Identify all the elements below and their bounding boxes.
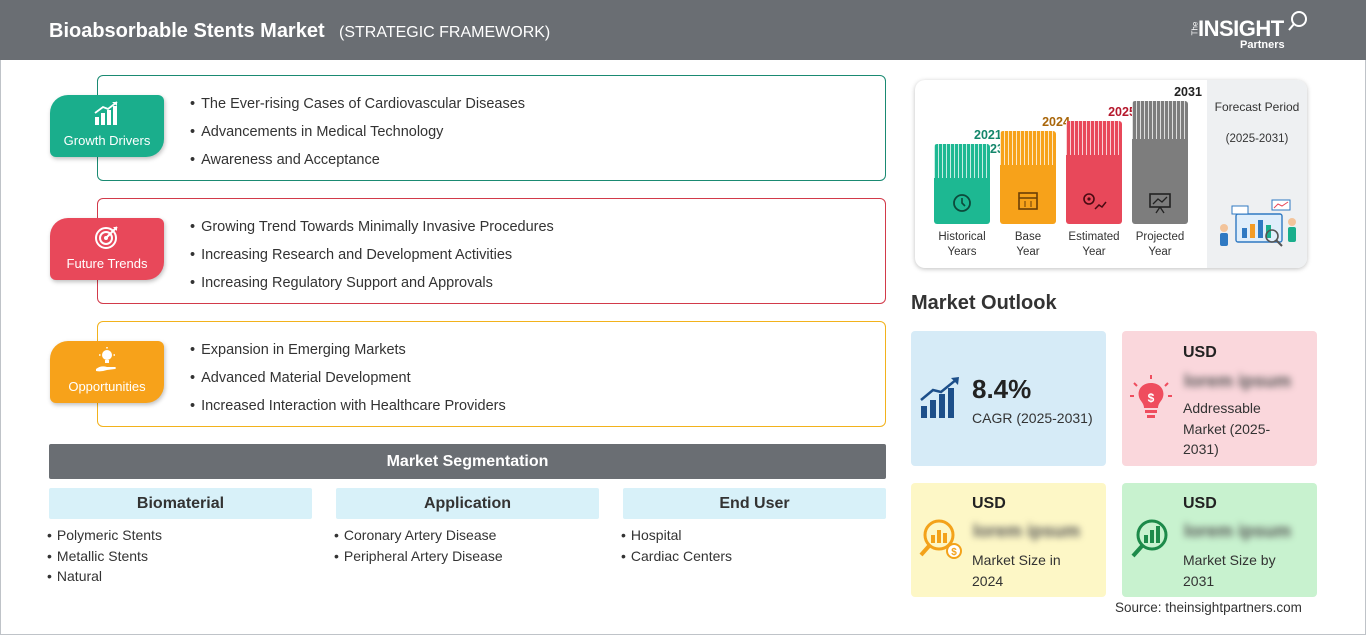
list-item: Hospital — [621, 525, 886, 546]
market-outlook-title: Market Outlook — [911, 292, 1057, 314]
list-item: Increasing Research and Development Acti… — [190, 245, 554, 273]
list-item: Advancements in Medical Technology — [190, 122, 525, 150]
logo-magnifier-icon — [1288, 11, 1307, 31]
calendar-icon — [1018, 192, 1038, 210]
size-2031-currency: USD — [1183, 495, 1217, 512]
list-item: Advanced Material Development — [190, 368, 506, 396]
growth-drivers-label: Growth Drivers — [63, 133, 151, 148]
forecast-label: Forecast Period — [1214, 100, 1300, 114]
lightbulb-dollar-icon: $ — [1130, 375, 1172, 418]
list-item: Peripheral Artery Disease — [334, 546, 599, 567]
timeline-caption: Projected — [1135, 231, 1185, 243]
magnifier-chart-icon: $ — [919, 519, 962, 559]
list-item: Growing Trend Towards Minimally Invasive… — [190, 217, 554, 245]
list-item: Natural — [47, 566, 312, 587]
list-item: Awareness and Acceptance — [190, 150, 525, 178]
cagr-label: CAGR (2025-2031) — [972, 410, 1093, 426]
addressable-currency: USD — [1183, 344, 1217, 361]
addressable-value: lorem ipsum — [1184, 371, 1292, 391]
timeline-bar — [1000, 131, 1056, 224]
growth-bars-icon — [920, 377, 959, 418]
segment-column-application: Application Coronary Artery Disease Peri… — [336, 488, 599, 566]
timeline-bar — [934, 144, 990, 224]
timeline-year: 2031 — [1174, 85, 1202, 99]
market-size-2024-box: $ USD lorem ipsum Market Size in 2024 — [911, 483, 1106, 597]
future-trends-card: Growing Trend Towards Minimally Invasive… — [97, 198, 886, 304]
timeline-caption: Estimated — [1068, 231, 1120, 243]
page-title: Bioabsorbable Stents Market — [49, 20, 325, 42]
history-icon — [953, 194, 971, 212]
settings-chart-icon — [1083, 193, 1107, 210]
timeline-estimated: 2025 Estimated Year — [1066, 80, 1136, 268]
size-2024-currency: USD — [972, 495, 1006, 512]
timeline-caption: Base — [1014, 231, 1042, 243]
insight-partners-logo[interactable]: The INSIGHT Partners — [1188, 10, 1308, 52]
cagr-value: 8.4% — [972, 374, 1032, 404]
timeline-panel: 2021-2023 Historical Years 2024 Base Yea… — [915, 80, 1307, 268]
cagr-box: 8.4% CAGR (2025-2031) — [911, 331, 1106, 466]
timeline-bar — [1132, 101, 1188, 224]
analytics-team-icon — [1220, 199, 1296, 247]
forecast-period-panel: Forecast Period (2025-2031) — [1207, 80, 1307, 268]
svg-text:$: $ — [951, 547, 957, 558]
segmentation-title: Market Segmentation — [49, 444, 886, 479]
timeline-caption: Year — [1016, 246, 1040, 258]
timeline-caption: Years — [947, 246, 977, 258]
timeline-caption: Historical — [938, 231, 986, 243]
timeline-year: 2024 — [1042, 115, 1070, 129]
addressable-label: Addressable Market (2025-2031) — [1183, 400, 1271, 457]
timeline-bar — [1066, 121, 1122, 224]
future-trends-badge: Future Trends — [50, 218, 164, 280]
svg-text:$: $ — [1148, 391, 1155, 405]
timeline-historical: 2021-2023 Historical Years — [934, 80, 1006, 268]
timeline-year: 2025 — [1108, 105, 1136, 119]
timeline-caption: Year — [1082, 246, 1106, 258]
page-subtitle: (STRATEGIC FRAMEWORK) — [339, 24, 551, 41]
target-icon — [95, 226, 118, 249]
list-item: Cardiac Centers — [621, 546, 886, 567]
size-2031-value: lorem ipsum — [1184, 521, 1292, 541]
opportunities-list: Expansion in Emerging Markets Advanced M… — [190, 340, 506, 424]
growth-drivers-list: The Ever-rising Cases of Cardiovascular … — [190, 94, 525, 178]
list-item: Polymeric Stents — [47, 525, 312, 546]
list-item: Increasing Regulatory Support and Approv… — [190, 273, 554, 301]
timeline-projected: 2031 Projected Year — [1132, 80, 1202, 268]
list-item: Coronary Artery Disease — [334, 525, 599, 546]
growth-drivers-badge: Growth Drivers — [50, 95, 164, 157]
timeline-base: 2024 Base Year — [1000, 80, 1070, 268]
source-note: Source: theinsightpartners.com — [1115, 600, 1302, 615]
list-item: Increased Interaction with Healthcare Pr… — [190, 396, 506, 424]
growth-chart-icon — [94, 101, 118, 125]
segment-heading: Biomaterial — [49, 488, 312, 519]
future-trends-label: Future Trends — [66, 256, 148, 271]
opportunities-label: Opportunities — [68, 379, 146, 394]
forecast-range: (2025-2031) — [1225, 133, 1289, 145]
list-item: Metallic Stents — [47, 546, 312, 567]
magnifier-growth-icon — [1131, 519, 1168, 558]
header-bar: Bioabsorbable Stents Market (STRATEGIC F… — [0, 0, 1366, 60]
segment-heading: End User — [623, 488, 886, 519]
presentation-icon — [1149, 193, 1171, 214]
timeline-caption: Year — [1148, 246, 1172, 258]
logo-sub: Partners — [1240, 39, 1285, 51]
list-item: The Ever-rising Cases of Cardiovascular … — [190, 94, 525, 122]
growth-drivers-card: The Ever-rising Cases of Cardiovascular … — [97, 75, 886, 181]
segment-column-biomaterial: Biomaterial Polymeric Stents Metallic St… — [49, 488, 312, 587]
logo-name: INSIGHT — [1198, 16, 1284, 41]
segment-heading: Application — [336, 488, 599, 519]
segment-column-end-user: End User Hospital Cardiac Centers — [623, 488, 886, 566]
size-2024-label: Market Size in 2024 — [972, 552, 1061, 589]
lightbulb-hand-icon — [96, 347, 116, 372]
opportunities-card: Expansion in Emerging Markets Advanced M… — [97, 321, 886, 427]
future-trends-list: Growing Trend Towards Minimally Invasive… — [190, 217, 554, 301]
market-size-2031-box: USD lorem ipsum Market Size by 2031 — [1122, 483, 1317, 597]
opportunities-badge: Opportunities — [50, 341, 164, 403]
addressable-market-box: $ USD lorem ipsum Addressable Market (20… — [1122, 331, 1317, 466]
size-2024-value: lorem ipsum — [973, 521, 1081, 541]
size-2031-label: Market Size by 2031 — [1183, 552, 1276, 589]
list-item: Expansion in Emerging Markets — [190, 340, 506, 368]
